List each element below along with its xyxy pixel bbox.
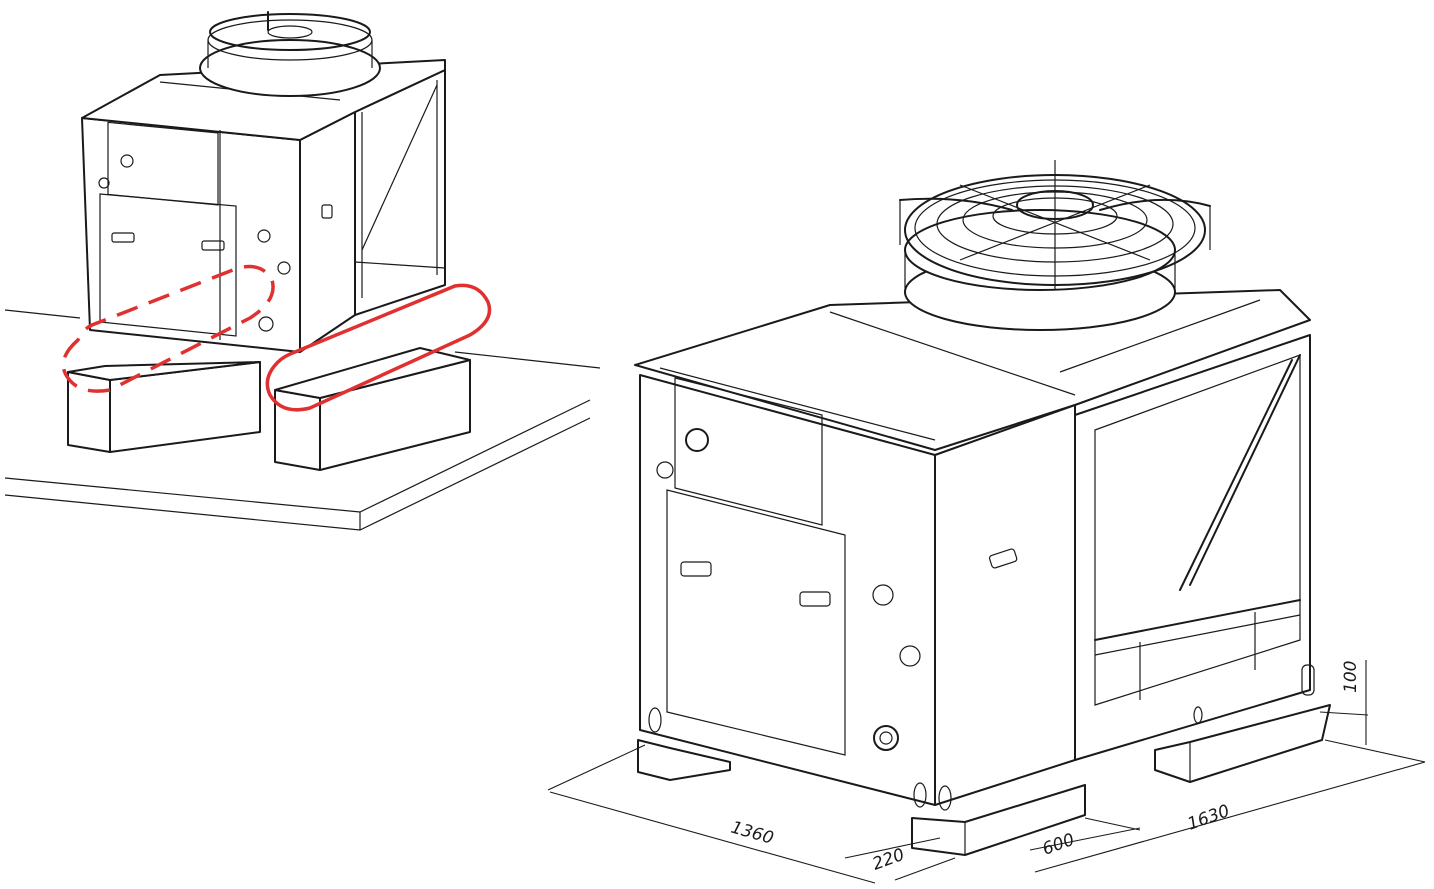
- dimension-height-label: 100: [1341, 661, 1361, 693]
- rubber-support-rear: [1154, 704, 1331, 783]
- small-unit-body: [81, 11, 446, 353]
- small-unit-illustration: [4, 11, 601, 531]
- ground-slab: [4, 309, 601, 531]
- large-unit-illustration: 1360 220 600 1630 100: [547, 160, 1426, 884]
- dashed-highlight-left-support: [61, 264, 275, 393]
- coil-frame: [1074, 334, 1315, 761]
- dimension-lines: [547, 660, 1426, 884]
- rubber-support-front-left: [637, 739, 731, 781]
- dimension-base-220-label: 220: [870, 845, 907, 875]
- front-face: [639, 374, 936, 808]
- side-face: [934, 404, 1076, 811]
- dimension-base-600-label: 600: [1040, 830, 1077, 860]
- rubber-support-front-right: [911, 784, 1086, 856]
- concrete-support-left: [67, 361, 261, 453]
- dimension-depth-label: 1630: [1185, 801, 1232, 835]
- fan-assembly: [899, 160, 1211, 331]
- solid-highlight-right-support: [265, 283, 492, 412]
